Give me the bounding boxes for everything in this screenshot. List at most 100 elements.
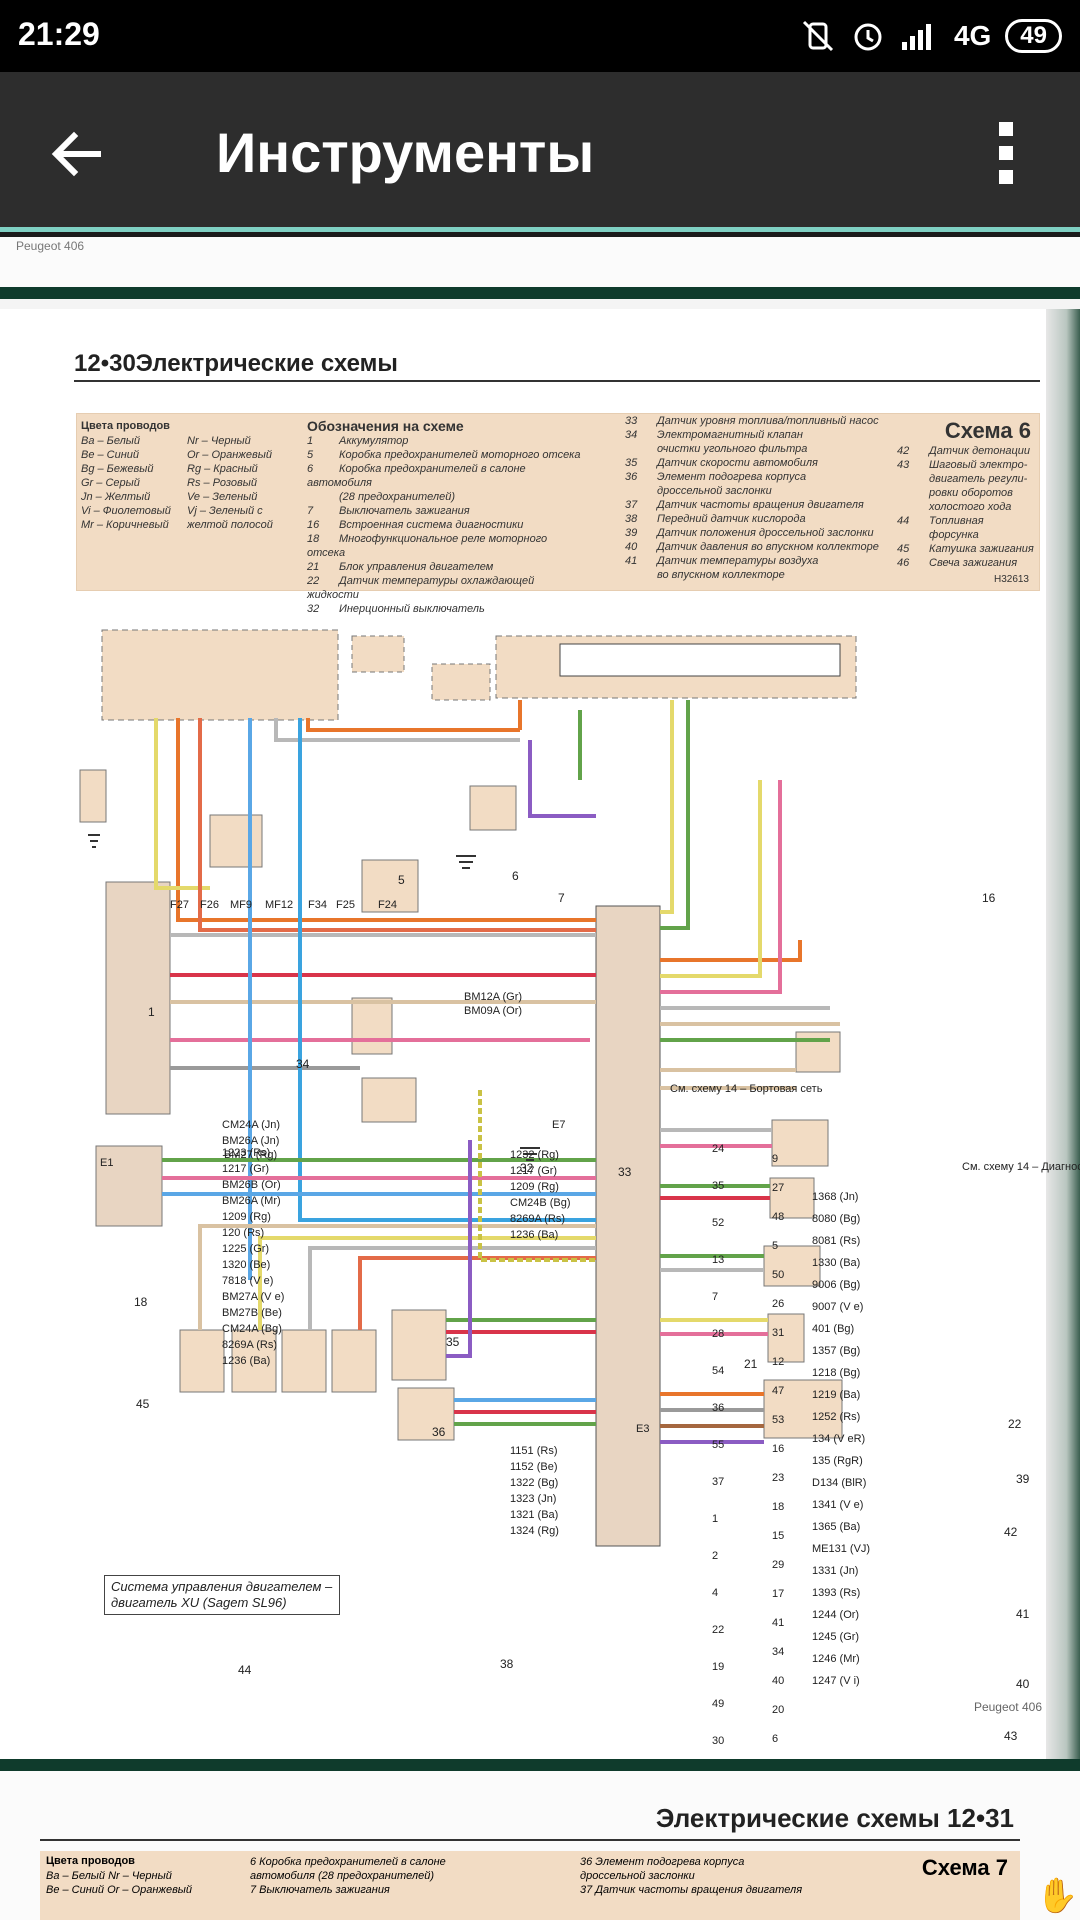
status-time: 21:29 <box>18 16 100 52</box>
wire-label: 7818 (V e) <box>222 1275 274 1287</box>
wire-label: 134 (V eR) <box>812 1433 866 1445</box>
ignition-switch-7 <box>431 663 491 701</box>
component-number: 35 <box>446 1335 460 1349</box>
component-number: 38 <box>500 1657 514 1671</box>
pan-hand-icon[interactable]: ✋ <box>1036 1877 1079 1915</box>
wire-label: ME131 (VJ) <box>812 1543 871 1555</box>
ecu-pin-left: 28 <box>712 1328 725 1340</box>
component-number: 5 <box>398 873 405 887</box>
status-icons: 4G 49 <box>800 14 1062 58</box>
component-number: 21 <box>744 1357 758 1371</box>
page-binding-edge <box>1046 309 1080 1759</box>
ecu-pin-left: 19 <box>712 1661 725 1673</box>
wire-label: CM24A (Bg) <box>222 1323 282 1335</box>
battery-level: 49 <box>1005 19 1062 53</box>
signal-icon <box>901 24 931 50</box>
wire-label: CM24B (Bg) <box>510 1197 571 1209</box>
wire-label: 1209 (Rg) <box>222 1211 271 1223</box>
diagram-note: BM26A (Jn) <box>222 1135 280 1147</box>
component-number: 7 <box>558 891 565 905</box>
wire-label: 1324 (Rg) <box>510 1525 559 1537</box>
page-header: 12•30Электрические схемы <box>74 350 398 377</box>
wire-label: BM26A (Mr) <box>222 1195 281 1207</box>
ecu-pin-right: 29 <box>772 1559 785 1571</box>
ecu-pin-right: 15 <box>772 1530 785 1542</box>
diagram-note: BM12A (Gr) <box>464 991 523 1003</box>
ecu-pin-right: 6 <box>772 1733 779 1745</box>
ecu-pin-right: 23 <box>772 1472 785 1484</box>
wire-label: 1323 (Jn) <box>510 1493 557 1505</box>
throttle-heater-36 <box>361 1077 417 1123</box>
scheme-number: Схема 6 <box>944 418 1031 443</box>
knock-sensor-42 <box>769 1177 815 1219</box>
ecu-pin-left: 7 <box>712 1291 719 1303</box>
ecu-pin-right: 9 <box>772 1153 779 1165</box>
component-number: 44 <box>238 1663 252 1677</box>
ecu-pin-right: 34 <box>772 1646 785 1658</box>
app-title: Инструменты <box>216 121 595 184</box>
ecu-pin-left: 4 <box>712 1587 719 1599</box>
document-viewer[interactable]: Peugeot 406 12•30Электрические схемы Цве… <box>0 237 1080 1920</box>
alarm-icon <box>854 23 882 51</box>
wire-label: BM26B (Or) <box>222 1179 281 1191</box>
diagram-note: BM27 (Rg) <box>224 1149 278 1161</box>
wire-label: 8080 (Bg) <box>812 1213 861 1225</box>
page-divider-bottom <box>0 1759 1080 1771</box>
wire-label: 1246 (Mr) <box>812 1653 860 1665</box>
back-arrow-icon[interactable] <box>44 122 108 186</box>
diagram-note: См. схему 14 – Диагностический разъем <box>962 1161 1080 1173</box>
wire-label: 1245 (Gr) <box>812 1631 860 1643</box>
ecu-pin-right: 40 <box>772 1675 785 1687</box>
component-number: 6 <box>512 869 519 883</box>
wire-label: 8269A (Rs) <box>222 1339 278 1351</box>
wire-label: 1341 (V e) <box>812 1499 864 1511</box>
wire-label: 1368 (Jn) <box>812 1191 859 1203</box>
wire-label: 1330 (Ba) <box>812 1257 861 1269</box>
relay-18 <box>105 881 171 1115</box>
wire-label: 8269A (Rs) <box>510 1213 566 1225</box>
next-colors-title: Цвета проводов <box>46 1855 135 1867</box>
ecu-pin-right: 20 <box>772 1704 785 1716</box>
wire-label: 1232 (Rg) <box>510 1149 559 1161</box>
ecu-pin-right: 47 <box>772 1385 785 1397</box>
overflow-menu-icon[interactable] <box>986 116 1026 196</box>
ecu-pin-left: 36 <box>712 1402 725 1414</box>
component-number: 18 <box>134 1295 148 1309</box>
crank-sensor-37 <box>397 1387 455 1441</box>
component-number: 22 <box>1008 1417 1022 1431</box>
diagram-note: CM24A (Jn) <box>222 1119 281 1131</box>
page-footer: Peugeot 406 <box>973 1700 1042 1714</box>
vibrate-off-icon <box>802 20 833 52</box>
previous-page-signature: Peugeot 406 <box>16 239 85 253</box>
component-number: 32 <box>520 1161 534 1175</box>
wire-label: 1357 (Bg) <box>812 1345 861 1357</box>
component-number: 39 <box>1016 1472 1030 1486</box>
next-page-header: Электрические схемы 12•31 <box>655 1803 1014 1833</box>
air-temp-41 <box>763 1245 821 1287</box>
ecu-pin-right: 12 <box>772 1356 785 1368</box>
component-number: 40 <box>1016 1677 1030 1691</box>
ecu-pin-left: 49 <box>712 1698 725 1710</box>
fuse-label: F27 <box>170 899 189 911</box>
wire-label: 1322 (Bg) <box>510 1477 559 1489</box>
wire-label: 1365 (Ba) <box>812 1521 861 1533</box>
header-rule <box>74 380 1040 382</box>
ecu-21 <box>595 905 661 1547</box>
wire-label: 1393 (Rs) <box>812 1587 861 1599</box>
legend-item: дроссельной заслонки <box>657 485 772 497</box>
wire-label: 1321 (Ba) <box>510 1509 559 1521</box>
